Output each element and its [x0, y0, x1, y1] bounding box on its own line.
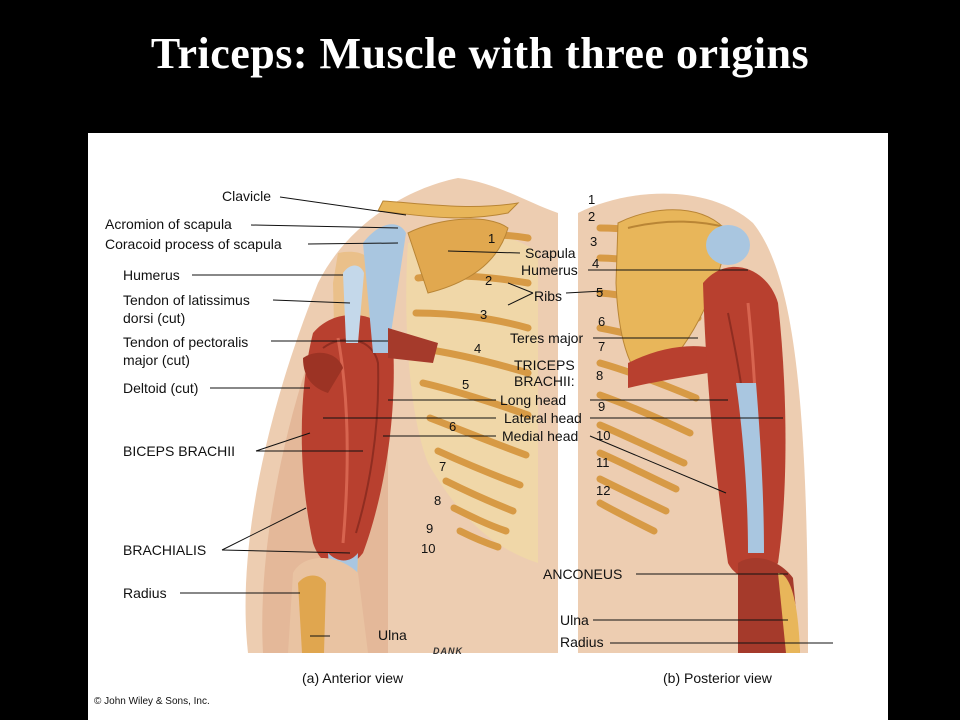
- anterior-rib-number-5: 5: [462, 377, 469, 392]
- anterior-rib-number-10: 10: [421, 541, 435, 556]
- artist-signature: DANK: [433, 646, 463, 656]
- posterior-rib-number-7: 7: [598, 339, 605, 354]
- label-brachialis: BRACHIALIS: [123, 542, 206, 558]
- posterior-rib-number-10: 10: [596, 428, 610, 443]
- label-coracoid-process: Coracoid process of scapula: [105, 236, 282, 252]
- anterior-rib-number-7: 7: [439, 459, 446, 474]
- leader-lines: [180, 196, 833, 644]
- label-ribs: Ribs: [534, 288, 562, 304]
- copyright-notice: © John Wiley & Sons, Inc.: [94, 696, 210, 707]
- posterior-rib-number-1: 1: [588, 192, 595, 207]
- slide-title: Triceps: Muscle with three origins: [150, 29, 810, 78]
- posterior-rib-number-11: 11: [596, 455, 610, 470]
- posterior-rib-number-2: 2: [588, 209, 595, 224]
- label-anconeus: ANCONEUS: [543, 566, 622, 582]
- posterior-rib-number-12: 12: [596, 483, 610, 498]
- posterior-rib-number-4: 4: [592, 256, 599, 271]
- posterior-rib-number-6: 6: [598, 314, 605, 329]
- anatomy-figure: Clavicle Acromion of scapula Coracoid pr…: [88, 133, 888, 720]
- label-acromion-of-scapula: Acromion of scapula: [105, 216, 232, 232]
- label-humerus-anterior: Humerus: [123, 267, 180, 283]
- anterior-view-art: [245, 178, 558, 653]
- anatomy-illustration: Clavicle Acromion of scapula Coracoid pr…: [105, 178, 833, 654]
- label-triceps-line2: BRACHII:: [514, 373, 575, 389]
- label-long-head: Long head: [500, 392, 566, 408]
- label-latissimus-tendon-line1: Tendon of latissimus: [123, 292, 250, 308]
- label-pectoralis-tendon-line2: major (cut): [123, 352, 190, 368]
- label-deltoid-cut: Deltoid (cut): [123, 380, 198, 396]
- label-clavicle: Clavicle: [222, 188, 271, 204]
- caption-anterior-view: (a) Anterior view: [302, 670, 404, 686]
- caption-posterior-view: (b) Posterior view: [663, 670, 772, 686]
- posterior-rib-number-5: 5: [596, 285, 603, 300]
- label-latissimus-tendon-line2: dorsi (cut): [123, 310, 185, 326]
- label-pectoralis-tendon-line1: Tendon of pectoralis: [123, 334, 248, 350]
- label-ulna-anterior: Ulna: [378, 627, 407, 643]
- posterior-rib-number-9: 9: [598, 399, 605, 414]
- posterior-rib-number-3: 3: [590, 234, 597, 249]
- label-scapula: Scapula: [525, 245, 576, 261]
- label-teres-major: Teres major: [510, 330, 583, 346]
- anterior-rib-number-9: 9: [426, 521, 433, 536]
- anterior-rib-numbers: 1 2 3 4 5 6 7 89 10: [421, 231, 495, 556]
- label-medial-head: Medial head: [502, 428, 578, 444]
- anterior-rib-number-1: 1: [488, 231, 495, 246]
- anterior-rib-number-2: 2: [485, 273, 492, 288]
- anterior-rib-number-3: 3: [480, 307, 487, 322]
- label-biceps-brachii: BICEPS BRACHII: [123, 443, 235, 459]
- posterior-rib-number-8: 8: [596, 368, 603, 383]
- anterior-rib-number-4: 4: [474, 341, 481, 356]
- label-radius-anterior: Radius: [123, 585, 167, 601]
- anterior-rib-number-6: 6: [449, 419, 456, 434]
- label-lateral-head: Lateral head: [504, 410, 582, 426]
- label-radius-posterior: Radius: [560, 634, 604, 650]
- anterior-rib-number-8: 8: [434, 493, 441, 508]
- label-humerus-posterior: Humerus: [521, 262, 578, 278]
- posterior-view-art: [578, 193, 808, 654]
- label-ulna-posterior: Ulna: [560, 612, 589, 628]
- label-triceps-line1: TRICEPS: [514, 357, 575, 373]
